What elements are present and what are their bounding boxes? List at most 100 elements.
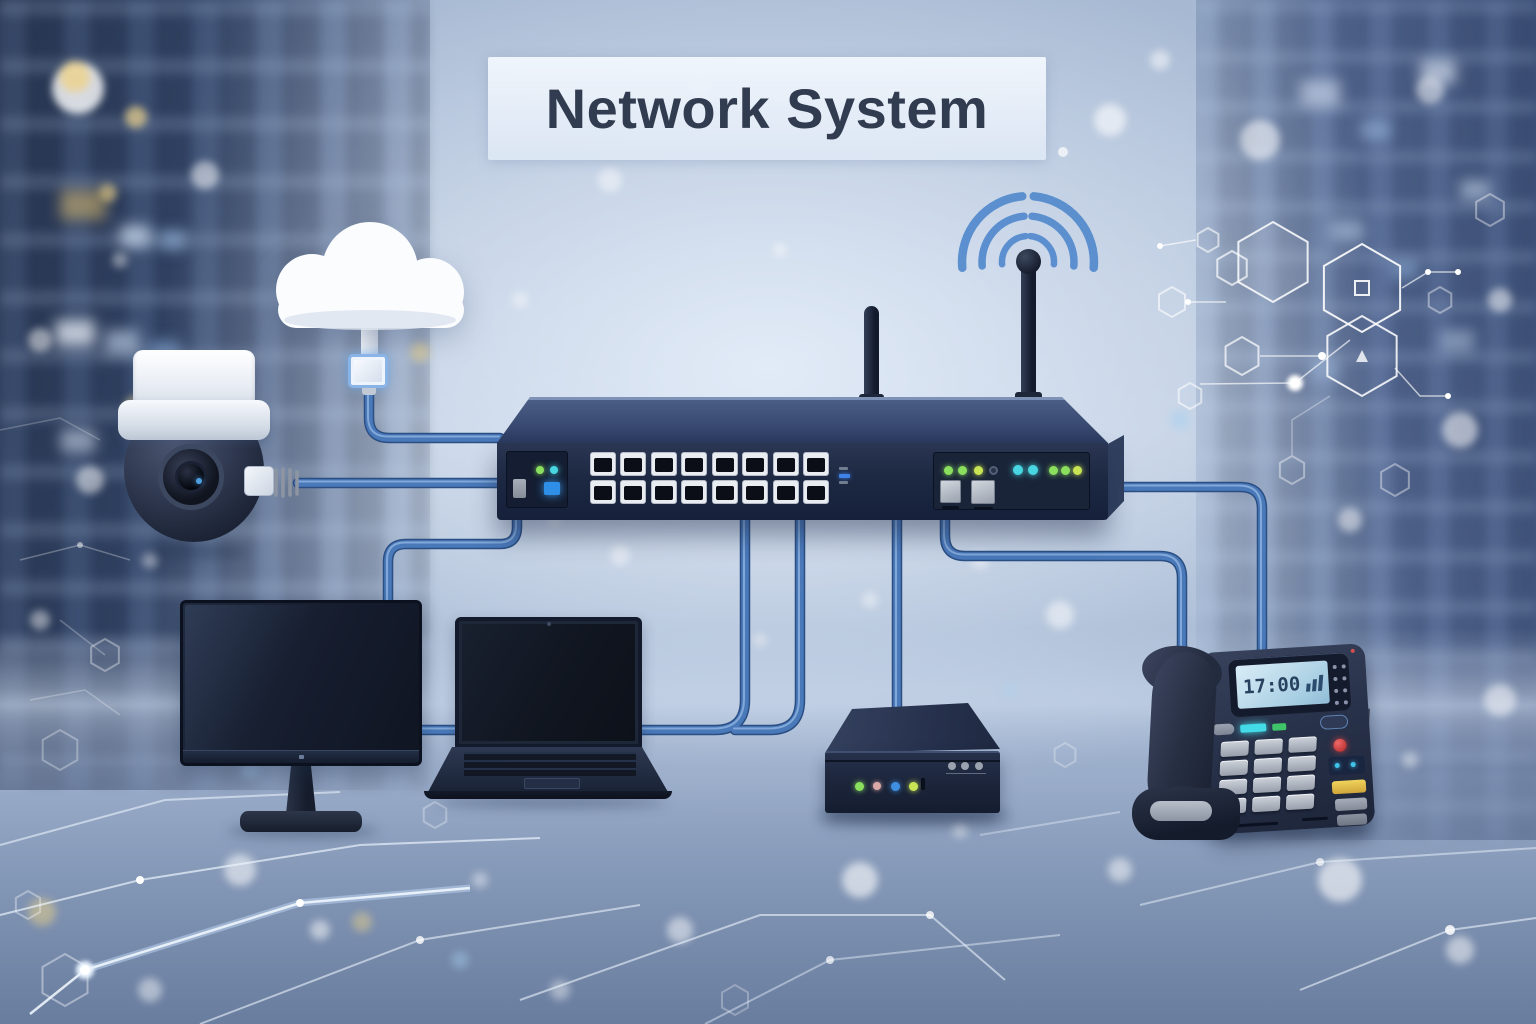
keypad-key [1288,736,1317,753]
menu-key-dot [1334,688,1339,694]
keypad-key [1252,776,1282,794]
vent-dot [961,762,969,770]
constellation-lines [0,239,1461,716]
status-led [1013,465,1023,475]
title-banner: Network System [488,57,1046,160]
ethernet-port [681,480,707,504]
keypad-key [1219,759,1249,777]
keypad-key [1285,793,1315,811]
function-button [1336,813,1368,827]
softkey-button [1211,723,1235,736]
mini-pc [825,751,1000,813]
switch-side-face [1106,435,1124,520]
indicator-strip [1240,723,1267,733]
cloud-connector-nub [362,388,376,395]
function-button [1334,797,1368,812]
vent-dot [975,762,983,770]
ethernet-port [651,480,677,504]
navigation-button [1319,714,1349,730]
status-led [974,466,983,475]
status-led [550,466,558,474]
rack-light-blobs [55,60,1490,452]
port-indicator [839,474,850,478]
ethernet-port [590,480,616,504]
camera-cable-jack [244,466,274,496]
sfp-label [974,507,993,510]
keypad-key [1220,740,1250,758]
ethernet-port [803,480,829,504]
menu-key-dot [1341,664,1346,669]
laptop-shadow [436,796,666,808]
status-led [1049,466,1058,475]
hexagon-network-decor [16,194,1504,1015]
ethernet-port-grid [590,452,833,506]
antenna-left [864,306,879,402]
ethernet-port [590,452,616,476]
floor-circuit-lines [0,147,1536,1024]
ethernet-port [681,452,707,476]
menu-key-dot [1333,676,1338,682]
port-indicator [839,467,848,470]
cable-switch-to-monitor [382,512,523,618]
keypad-key [1251,795,1281,813]
laptop-touchpad [524,778,580,789]
monitor-base [240,811,362,832]
status-led [536,466,544,474]
keypad-key [1254,738,1283,756]
phone-display-bezel: 17:00 [1228,652,1352,718]
message-led [1350,648,1355,653]
monitor-stand [286,766,316,814]
usb-port [921,778,925,790]
desktop-monitor [180,600,422,766]
ethernet-port [651,452,677,476]
ethernet-port [712,480,738,504]
cable-cloud-to-switch [363,384,506,444]
vent-dot [948,762,956,770]
keypad-key [1253,757,1283,775]
laptop [428,747,668,792]
cloud-connector [348,354,388,388]
camera-cable-coil [274,467,299,498]
camera-shadow [140,545,250,559]
ethernet-port [620,452,646,476]
antenna-tip [1016,249,1041,274]
antenna-right [1021,262,1036,400]
handset-cradle-slot [1150,801,1212,821]
keypad-key [1287,755,1317,773]
camera-lens-icon [158,444,224,510]
status-led [958,466,967,475]
sfp-label [942,506,959,509]
status-led [909,782,918,791]
laptop-keyboard [464,752,636,776]
ethernet-port [620,480,646,504]
status-led [1028,465,1038,475]
phone-display: 17:00 [1235,660,1330,709]
camera-housing-ring [118,400,270,440]
speaker-slot [1234,821,1279,828]
switch-left-module [506,451,568,508]
monitor-bezel [183,750,419,763]
wifi-signal-icon [957,192,1099,273]
status-led [1061,466,1070,475]
uplink-status-icon [544,482,560,495]
cable-switch-to-phone-left [939,512,1188,664]
line-indicator [1272,723,1287,731]
laptop-front-edge [424,791,672,799]
minipc-top-face [825,703,1000,753]
sfp-port [940,480,961,503]
ethernet-port [742,452,768,476]
menu-key-dot [1343,700,1348,705]
laptop-screen [455,617,642,748]
status-led [855,782,864,791]
ethernet-port [773,452,799,476]
status-led [989,466,998,475]
port-indicator [839,481,848,484]
status-led [891,782,900,791]
menu-key-dot [1332,664,1337,670]
monitor-logo [299,755,304,759]
menu-key-dot [1342,676,1347,681]
ethernet-port [712,452,738,476]
